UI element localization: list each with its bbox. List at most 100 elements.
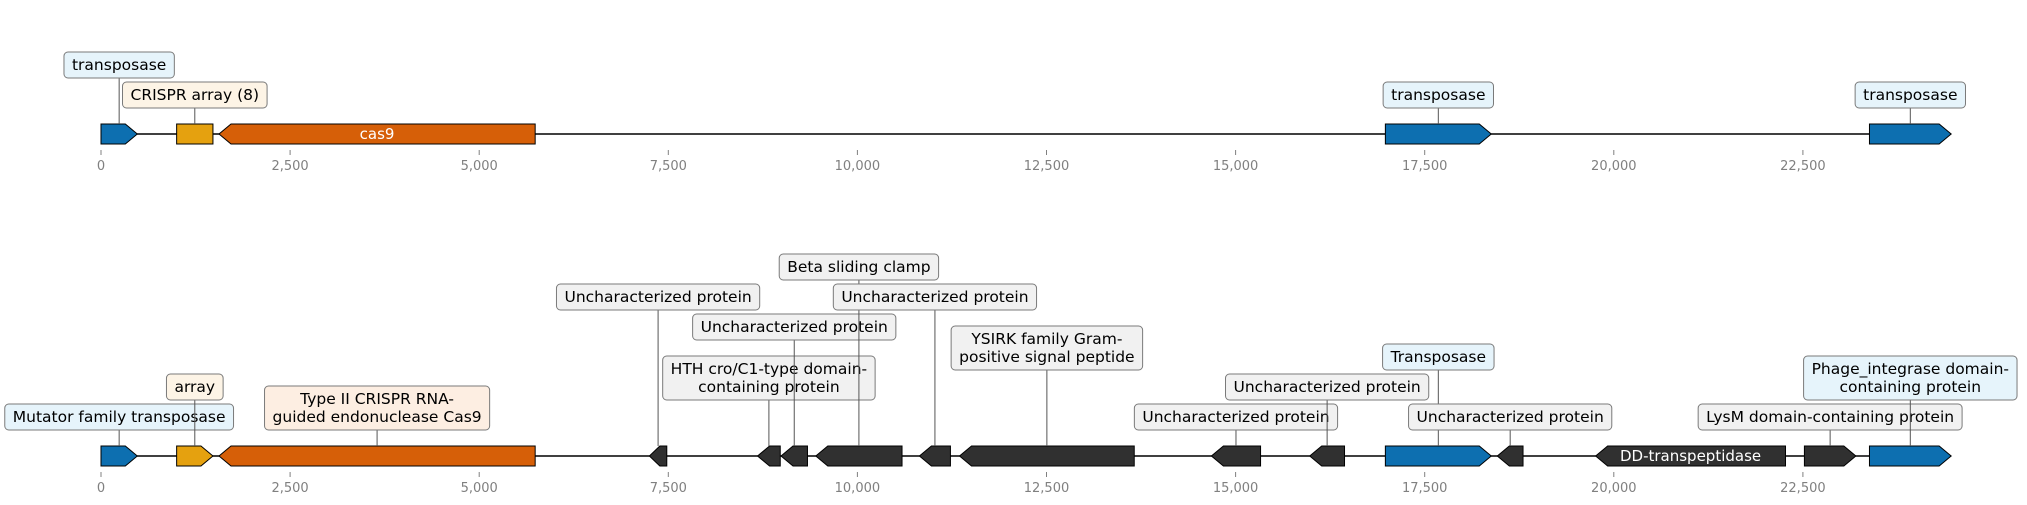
gene-label-line: Uncharacterized protein — [841, 288, 1028, 306]
gene-label: Uncharacterized protein — [1417, 408, 1604, 426]
gene-arrow[interactable] — [1594, 445, 1786, 467]
gene-feature[interactable]: LysM domain-containing protein — [1697, 403, 1963, 467]
gene-feature[interactable]: cas9 — [218, 123, 536, 145]
axis-tick-label: 0 — [97, 159, 105, 174]
gene-arrow[interactable] — [958, 445, 1135, 467]
gene-label: Transposase — [1390, 348, 1486, 366]
axis-tick-label: 2,500 — [271, 159, 308, 174]
gene-label-line: LysM domain-containing protein — [1706, 408, 1954, 426]
gene-label-line: Beta sliding clamp — [787, 258, 930, 276]
axis-tick-label: 7,500 — [650, 481, 687, 496]
gene-label-box — [950, 325, 1144, 371]
gene-arrow[interactable] — [1868, 445, 1952, 467]
gene-label-line: guided endonuclease Cas9 — [273, 408, 482, 426]
gene-arrow[interactable] — [218, 445, 536, 467]
gene-label: HTH cro/C1-type domain-containing protei… — [671, 360, 867, 396]
gene-label-line: transposase — [1863, 86, 1957, 104]
gene-label: Uncharacterized protein — [841, 288, 1028, 306]
gene-label: Beta sliding clamp — [787, 258, 930, 276]
gene-arrow[interactable] — [648, 445, 668, 467]
gene-label-line: Mutator family transposase — [13, 408, 226, 426]
gene-label: Phage_integrase domain-containing protei… — [1812, 360, 2009, 396]
gene-label-line: positive signal peptide — [959, 348, 1134, 366]
gene-feature[interactable]: Uncharacterized protein — [1225, 373, 1430, 467]
gene-feature[interactable]: Beta sliding clamp — [778, 253, 940, 467]
axis-tick-label: 15,000 — [1213, 159, 1259, 174]
axis-tick-label: 12,500 — [1024, 159, 1070, 174]
gene-label: Uncharacterized protein — [1234, 378, 1421, 396]
gene-label-line: Transposase — [1390, 348, 1486, 366]
gene-arrow[interactable] — [218, 123, 536, 145]
axis-tick-label: 5,000 — [461, 159, 498, 174]
gene-arrow[interactable] — [176, 445, 214, 467]
gene-arrow[interactable] — [1803, 445, 1857, 467]
gene-label-line: Uncharacterized protein — [1142, 408, 1329, 426]
gene-inner-label: DD-transpeptidase — [1620, 447, 1761, 465]
gene-arrow[interactable] — [1384, 123, 1493, 145]
gene-label-box — [264, 385, 491, 431]
gene-label-box — [1408, 403, 1613, 431]
gene-feature[interactable]: HTH cro/C1-type domain-containing protei… — [662, 355, 876, 467]
gene-arrow[interactable] — [780, 445, 808, 467]
gene-arrow[interactable] — [1308, 445, 1346, 467]
gene-label-line: Uncharacterized protein — [1234, 378, 1421, 396]
gene-feature[interactable]: Uncharacterized protein — [832, 283, 1038, 467]
gene-feature[interactable]: transposase — [1854, 81, 1966, 145]
gene-label: YSIRK family Gram-positive signal peptid… — [959, 330, 1134, 366]
gene-label: Mutator family transposase — [13, 408, 226, 426]
gene-label: transposase — [1391, 86, 1485, 104]
gene-feature[interactable]: Mutator family transposase — [4, 403, 235, 467]
gene-arrow[interactable] — [100, 123, 139, 145]
gene-label: CRISPR array (8) — [131, 86, 260, 104]
axis-tick-label: 7,500 — [650, 159, 687, 174]
gene-label-line: Uncharacterized protein — [701, 318, 888, 336]
gene-label-box — [832, 283, 1038, 311]
gene-feature[interactable]: transposase — [1382, 81, 1494, 145]
gene-feature[interactable]: Transposase — [1382, 343, 1495, 467]
axis-tick-label: 12,500 — [1024, 481, 1070, 496]
axis-tick-label: 2,500 — [271, 481, 308, 496]
gene-label-box — [1382, 81, 1494, 109]
gene-arrow[interactable] — [1210, 445, 1262, 467]
gene-feature[interactable]: Uncharacterized protein — [555, 283, 761, 467]
gene-label-line: containing protein — [1840, 378, 1982, 396]
axis-tick-label: 5,000 — [461, 481, 498, 496]
gene-feature[interactable]: Phage_integrase domain-containing protei… — [1803, 355, 2018, 467]
gene-arrow[interactable] — [1868, 123, 1952, 145]
gene-arrow[interactable] — [100, 445, 139, 467]
gene-arrow[interactable] — [918, 445, 951, 467]
axis-tick-label: 22,500 — [1780, 159, 1826, 174]
gene-label-line: Uncharacterized protein — [564, 288, 751, 306]
gene-feature[interactable]: Uncharacterized protein — [1133, 403, 1339, 467]
gene-arrow[interactable] — [815, 445, 903, 467]
gene-label-box — [1803, 355, 2018, 401]
gene-feature[interactable]: Type II CRISPR RNA-guided endonuclease C… — [218, 385, 536, 467]
gene-label-line: Type II CRISPR RNA- — [299, 390, 454, 408]
gene-label-line: containing protein — [698, 378, 840, 396]
gene-label: LysM domain-containing protein — [1706, 408, 1954, 426]
gene-label-box — [1854, 81, 1966, 109]
gene-label-box — [4, 403, 235, 431]
gene-label-line: transposase — [1391, 86, 1485, 104]
gene-feature[interactable]: CRISPR array (8) — [122, 81, 268, 145]
gene-feature[interactable]: transposase — [63, 51, 175, 145]
gene-label-line: Uncharacterized protein — [1417, 408, 1604, 426]
gene-label: transposase — [72, 56, 166, 74]
gene-feature[interactable]: array — [165, 373, 224, 467]
gene-feature[interactable]: Uncharacterized protein — [692, 313, 897, 467]
gene-arrow[interactable] — [1496, 445, 1524, 467]
gene-arrow[interactable] — [756, 445, 781, 467]
gene-feature[interactable]: DD-transpeptidase — [1594, 445, 1786, 467]
gene-feature[interactable]: YSIRK family Gram-positive signal peptid… — [950, 325, 1144, 467]
gene-feature[interactable]: Uncharacterized protein — [1408, 403, 1613, 467]
gene-label: Uncharacterized protein — [1142, 408, 1329, 426]
axis-tick-label: 22,500 — [1780, 481, 1826, 496]
gene-label-line: YSIRK family Gram- — [970, 330, 1122, 348]
gene-arrow[interactable] — [176, 123, 214, 145]
axis-tick-label: 17,500 — [1402, 159, 1448, 174]
axis-tick-label: 20,000 — [1591, 159, 1637, 174]
gene-inner-label: cas9 — [360, 125, 395, 143]
gene-arrow[interactable] — [1384, 445, 1493, 467]
